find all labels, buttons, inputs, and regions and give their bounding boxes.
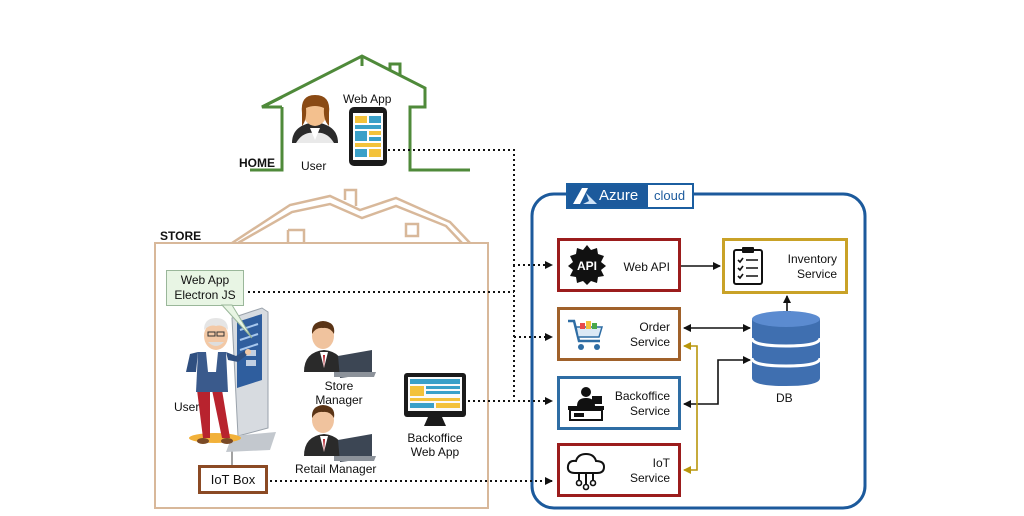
iot-service-box: IoT Service (557, 443, 681, 497)
backoffice-service-label: Backoffice Service (615, 389, 670, 419)
dotted-home-to-webapi (388, 149, 553, 269)
store-manager-label: Store Manager (306, 379, 372, 407)
store-manager-line2: Manager (315, 393, 363, 407)
order-line2: Service (629, 335, 670, 349)
kiosk-terminal-icon (226, 307, 276, 452)
kiosk-user-label: User (174, 400, 200, 414)
kiosk-user-figure (186, 318, 251, 444)
store-manager-line1: Store (324, 379, 354, 393)
store-manager-figure (304, 321, 376, 378)
callout-line1: Web App (180, 273, 230, 287)
shopping-cart-icon (568, 319, 604, 350)
svg-text:API: API (577, 259, 597, 273)
gold-order-iot-connector (683, 342, 698, 474)
backoffice-line2: Service (629, 404, 670, 418)
api-gear-icon: API (568, 245, 606, 285)
store-frame (154, 242, 489, 509)
db-label: DB (776, 391, 793, 405)
store-label: STORE (160, 229, 202, 243)
home-chimney (360, 56, 402, 75)
azure-cloud-tag: cloud (654, 188, 686, 203)
azure-container (530, 192, 867, 510)
iot-service-label: IoT Service (630, 456, 670, 486)
database-icon (750, 311, 822, 386)
web-app-electron-callout: Web App Electron JS (166, 270, 244, 306)
azure-logo-icon (573, 188, 597, 204)
azure-logo-block: Azure (568, 185, 648, 207)
backoffice-monitor-icon (404, 373, 466, 426)
inventory-service-label: Inventory Service (788, 252, 837, 282)
store-roof-sketch (231, 188, 471, 245)
home-phone-icon (349, 107, 387, 166)
azure-brand: Azure (599, 187, 639, 204)
inventory-service-box: Inventory Service (722, 238, 848, 294)
inventory-line1: Inventory (787, 252, 837, 266)
retail-manager-label: Retail Manager (295, 462, 377, 476)
order-service-label: Order Service (630, 320, 670, 350)
backoffice-app-line2: Web App (410, 445, 460, 459)
iot-line2: Service (629, 471, 670, 485)
inventory-line2: Service (796, 267, 837, 281)
web-api-service-box: API Web API (557, 238, 681, 292)
backoffice-line1: Backoffice (614, 389, 670, 403)
backoffice-web-app-label: Backoffice Web App (400, 431, 470, 459)
callout-line2: Electron JS (174, 288, 236, 302)
order-service-box: Order Service (557, 307, 681, 361)
web-api-label: Web API (623, 260, 670, 274)
order-line1: Order (639, 320, 670, 334)
backoffice-service-box: Backoffice Service (557, 376, 681, 430)
iot-line1: IoT (652, 456, 670, 470)
home-roof-left (261, 95, 283, 109)
home-web-app-label: Web App (343, 92, 392, 106)
home-user-label: User (301, 159, 327, 173)
backoffice-app-line1: Backoffice (407, 431, 463, 445)
cloud-circuit-icon (566, 452, 606, 491)
azure-cloud-tab: Azure cloud (566, 183, 694, 209)
home-user-avatar (292, 95, 338, 143)
clipboard-checklist-icon (733, 247, 763, 285)
office-desk-icon (568, 387, 604, 421)
retail-manager-figure (304, 405, 376, 462)
arrow-backoffice-db (683, 356, 751, 408)
home-label: HOME (239, 156, 275, 170)
iot-box: IoT Box (198, 465, 268, 494)
